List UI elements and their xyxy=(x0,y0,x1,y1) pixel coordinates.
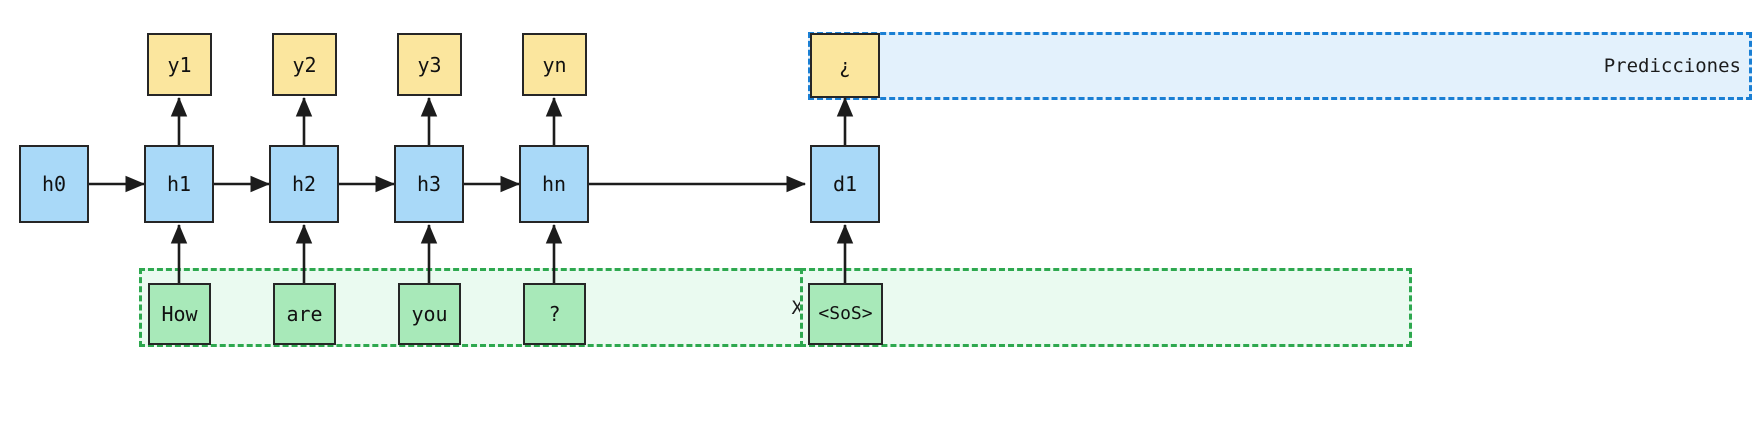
encoder-hidden-state-h3[interactable]: h3 xyxy=(394,145,464,223)
encoder-hidden-state-h1[interactable]: h1 xyxy=(144,145,214,223)
encoder-output-y1[interactable]: y1 xyxy=(147,33,212,96)
encoder-input-token-2[interactable]: are xyxy=(273,283,336,345)
encoder-input-group: X xyxy=(139,268,836,347)
encoder-input-group-label: X xyxy=(791,296,803,319)
encoder-hidden-state-h2[interactable]: h2 xyxy=(269,145,339,223)
decoder-hidden-state-d1[interactable]: d1 xyxy=(810,145,880,223)
encoder-initial-state-h0[interactable]: h0 xyxy=(19,145,89,223)
decoder-input-group xyxy=(800,268,1412,347)
decoder-input-token-sos[interactable]: <SoS> xyxy=(808,283,883,345)
prediction-group-label: Predicciones xyxy=(1603,55,1741,77)
encoder-input-token-1[interactable]: How xyxy=(148,283,211,345)
encoder-hidden-state-hn[interactable]: hn xyxy=(519,145,589,223)
encoder-output-y3[interactable]: y3 xyxy=(397,33,462,96)
encoder-input-token-3[interactable]: you xyxy=(398,283,461,345)
decoder-output-1[interactable]: ¿ xyxy=(810,33,880,98)
encoder-output-yn[interactable]: yn xyxy=(522,33,587,96)
encoder-input-token-4[interactable]: ? xyxy=(523,283,586,345)
encoder-output-y2[interactable]: y2 xyxy=(272,33,337,96)
prediction-group: Predicciones xyxy=(808,32,1752,100)
